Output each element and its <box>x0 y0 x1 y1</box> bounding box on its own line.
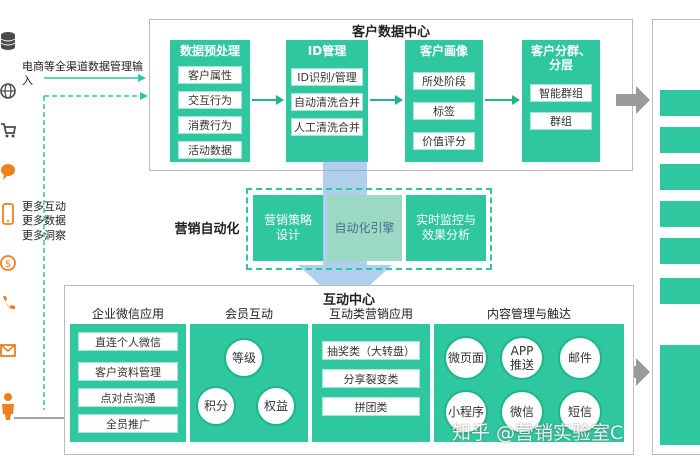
right-panel-bar <box>660 90 700 116</box>
cdp-item: 所处阶段 <box>413 72 475 90</box>
reach-channel-circle: 短信 <box>558 390 602 434</box>
cdp-item: 自动清洗合并 <box>291 93 363 111</box>
database-icon <box>0 32 16 50</box>
wecom-item: 直连个人微信 <box>78 332 178 351</box>
interactive-marketing-section: 抽奖类（大转盘） 分享裂变类 拼团类 <box>312 324 430 442</box>
reach-channel-circle: 微页面 <box>444 336 488 380</box>
svg-text:$: $ <box>5 259 11 270</box>
cdp-item: ID识别/管理 <box>291 68 363 86</box>
output-arrow-top <box>616 86 650 114</box>
right-panel-block <box>660 345 700 445</box>
chat-bubble-icon <box>1 164 15 180</box>
right-panel-bar <box>660 164 700 190</box>
cdp-column-id: ID管理 ID识别/管理 自动清洗合并 人工清洗合并 <box>286 40 368 162</box>
automation-strategy-box: 营销策略设计 <box>253 195 323 261</box>
automation-engine-box: 自动化引擎 <box>327 195 402 261</box>
reach-channel-circle: 小程序 <box>444 390 488 434</box>
coin-icon: $ <box>0 255 16 271</box>
wecom-section: 直连个人微信 客户资料管理 点对点沟通 全员推广 <box>70 324 186 442</box>
cdp-item: 交互行为 <box>178 91 242 109</box>
interaction-section-header: 互动类营销应用 <box>328 307 413 321</box>
cdp-item: 智能群组 <box>530 84 592 102</box>
wecom-item: 客户资料管理 <box>78 362 178 381</box>
cdp-column-header: 数据预处理 <box>179 44 240 58</box>
cdp-item: 群组 <box>530 112 592 130</box>
cart-icon <box>1 123 16 138</box>
right-panel-bar <box>660 127 700 153</box>
cdp-column-header: ID管理 <box>307 44 347 58</box>
cdp-item: 标签 <box>413 102 475 120</box>
mobile-phone-icon <box>2 203 14 225</box>
data-source-label: 电商等全渠道数据管理输入 <box>22 60 143 88</box>
reach-channel-circle: 邮件 <box>558 336 602 380</box>
automation-item: 自动化引擎 <box>334 220 395 235</box>
marketing-app-item: 拼团类 <box>322 397 420 416</box>
marketing-app-item: 分享裂变类 <box>322 369 420 388</box>
content-reach-section: 微页面 APP推送 邮件 小程序 微信 短信 <box>434 324 624 442</box>
cdp-item: 客户属性 <box>178 66 242 84</box>
interaction-title: 互动中心 <box>322 293 375 308</box>
cdp-title: 客户数据中心 <box>351 25 430 40</box>
cdp-item: 人工清洗合并 <box>291 118 363 136</box>
cdp-column-profile: 客户画像 所处阶段 标签 价值评分 <box>405 40 483 162</box>
membership-circle: 权益 <box>256 386 296 426</box>
wecom-item: 点对点沟通 <box>78 388 178 407</box>
mail-icon <box>0 344 16 357</box>
interaction-section-header: 企业微信应用 <box>91 307 164 321</box>
interaction-section-header: 会员互动 <box>224 307 273 321</box>
reach-channel-circle: APP推送 <box>500 336 544 380</box>
right-panel-bar <box>660 278 700 304</box>
automation-item: 营销策略设计 <box>263 213 312 242</box>
automation-item: 实时监控与效果分析 <box>415 213 476 242</box>
cdp-item: 消费行为 <box>178 116 242 134</box>
wecom-item: 全员推广 <box>78 414 178 433</box>
automation-frame <box>246 188 492 270</box>
cdp-column-preprocess: 数据预处理 客户属性 交互行为 消费行为 活动数据 <box>170 40 250 162</box>
cdp-item: 价值评分 <box>413 132 475 150</box>
membership-circle: 积分 <box>196 386 236 426</box>
reach-channel-circle: 微信 <box>500 390 544 434</box>
membership-circle: 等级 <box>224 338 264 378</box>
watermark-text: 知乎 @营销实验室C <box>452 422 624 444</box>
membership-section: 等级 积分 权益 <box>190 324 308 442</box>
cdp-column-segment: 客户分群、分层 智能群组 群组 <box>522 40 600 162</box>
automation-label: 营销自动化 <box>174 222 240 237</box>
right-panel-bar <box>660 238 700 264</box>
phone-handset-icon <box>3 296 15 310</box>
interaction-section-header: 内容管理与触达 <box>486 307 571 321</box>
cdp-item: 活动数据 <box>178 141 242 159</box>
person-icon <box>2 393 14 420</box>
cdp-column-header: 客户分群、分层 <box>530 44 591 73</box>
cdp-column-header: 客户画像 <box>419 44 468 58</box>
right-panel-bar <box>660 201 700 227</box>
automation-monitor-box: 实时监控与效果分析 <box>406 195 486 261</box>
globe-icon <box>0 83 16 99</box>
marketing-app-item: 抽奖类（大转盘） <box>322 341 420 360</box>
